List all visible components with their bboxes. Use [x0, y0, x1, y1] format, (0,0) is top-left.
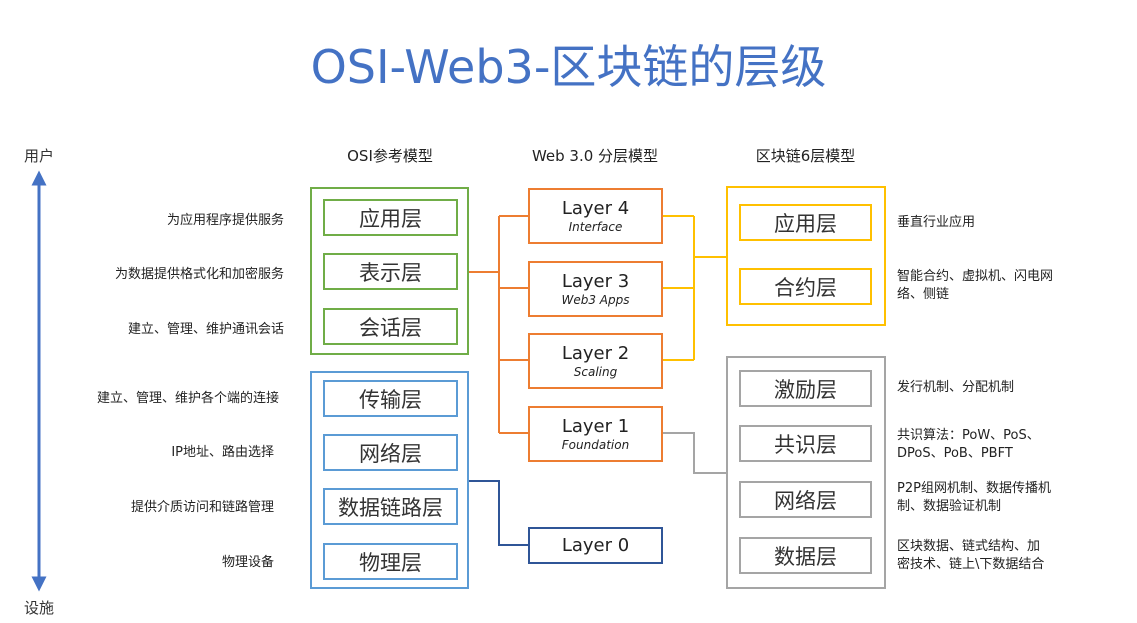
chain-desc-network: P2P组网机制、数据传播机制、数据验证机制: [897, 481, 1051, 514]
osi-session-layer: 会话层: [323, 308, 458, 345]
osi-presentation-layer: 表示层: [323, 253, 458, 290]
osi-network-layer: 网络层: [323, 434, 458, 471]
osi-desc-datalink: 提供介质访问和链路管理: [130, 500, 274, 515]
chain-desc-consensus: 共识算法：PoW、PoS、DPoS、PoB、PBFT: [897, 428, 1040, 461]
chain-desc-incentive: 发行机制、分配机制: [897, 380, 1015, 395]
chain-desc-data: 区块数据、链式结构、加密技术、链上\下数据结合: [897, 539, 1045, 572]
web3-layer0: Layer 0: [528, 527, 663, 564]
osi-upper-group: [310, 187, 469, 355]
web3-column-header: Web 3.0 分层模型: [531, 147, 659, 165]
chain-desc-contract: 智能合约、虚拟机、闪电网络、侧链: [897, 269, 1054, 302]
chain-network-layer: 网络层: [739, 481, 872, 518]
web3-layer3-sub: Web3 Apps: [561, 292, 630, 307]
axis-top-label: 用户: [24, 147, 55, 165]
web3-layer2-sub: Scaling: [573, 364, 618, 379]
chain-desc-application: 垂直行业应用: [897, 215, 976, 230]
osi-desc-application: 为应用程序提供服务: [166, 213, 284, 228]
web3-layer1-sub: Foundation: [561, 437, 630, 452]
osi-transport-layer: 传输层: [323, 380, 458, 417]
osi-physical-layer: 物理层: [323, 543, 458, 580]
connector-chain-lower: [663, 432, 726, 474]
osi-lower-group: [310, 371, 469, 589]
web3-layer3-name: Layer 3: [561, 270, 630, 292]
web3-layer1-name: Layer 1: [561, 415, 630, 437]
osi-datalink-layer: 数据链路层: [323, 488, 458, 525]
osi-column-header: OSI参考模型: [347, 147, 433, 165]
chain-column-header: 区块链6层模型: [755, 147, 856, 165]
web3-layer1: Layer 1 Foundation: [528, 406, 663, 462]
chain-contract-layer: 合约层: [739, 268, 872, 305]
web3-layer0-name: Layer 0: [561, 534, 630, 556]
axis-bottom-label: 设施: [24, 599, 55, 617]
connector-osi-lower: [469, 480, 528, 546]
web3-layer4-name: Layer 4: [561, 197, 630, 219]
chain-data-layer: 数据层: [739, 537, 872, 574]
chain-lower-group: [726, 356, 886, 589]
osi-desc-presentation: 为数据提供格式化和加密服务: [114, 267, 284, 282]
chain-consensus-layer: 共识层: [739, 425, 872, 462]
page-title: OSI-Web3-区块链的层级: [310, 40, 827, 94]
osi-application-layer: 应用层: [323, 199, 458, 236]
web3-layer4-sub: Interface: [568, 219, 623, 234]
web3-layer3: Layer 3 Web3 Apps: [528, 261, 663, 317]
web3-layer4: Layer 4 Interface: [528, 188, 663, 244]
osi-desc-session: 建立、管理、维护通讯会话: [127, 322, 284, 337]
chain-application-layer: 应用层: [739, 204, 872, 241]
osi-desc-network: IP地址、路由选择: [171, 445, 274, 460]
osi-desc-physical: 物理设备: [221, 555, 274, 570]
chain-upper-group: [726, 186, 886, 326]
web3-layer2: Layer 2 Scaling: [528, 333, 663, 389]
chain-incentive-layer: 激励层: [739, 370, 872, 407]
web3-layer2-name: Layer 2: [561, 342, 630, 364]
osi-desc-transport: 建立、管理、维护各个端的连接: [96, 391, 279, 406]
